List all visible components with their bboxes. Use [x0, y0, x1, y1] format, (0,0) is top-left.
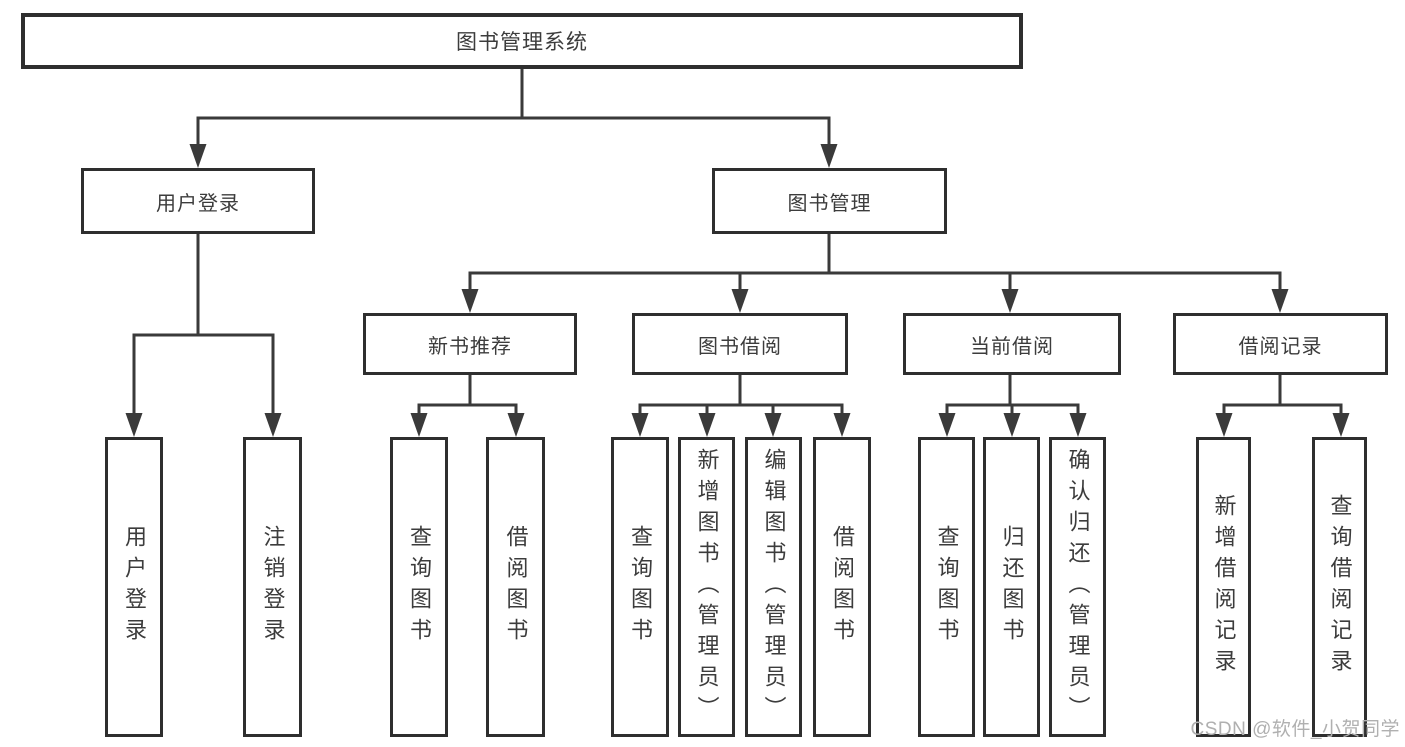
node-book-management: 图书管理: [712, 168, 947, 234]
node-confirm-return-admin: 确认归还（管理员）: [1049, 437, 1106, 737]
node-label: 新书推荐: [428, 335, 512, 358]
node-user-login: 用户登录: [105, 437, 163, 737]
node-label: 查询借阅记录: [1327, 494, 1353, 680]
node-label: 借阅图书: [830, 525, 855, 649]
node-add-book-admin: 新增图书（管理员）: [678, 437, 735, 737]
arrowhead-icon: [820, 144, 838, 168]
connector-line: [132, 234, 275, 416]
node-query-borrow-record: 查询借阅记录: [1312, 437, 1367, 737]
arrowhead-icon: [1003, 413, 1021, 437]
node-edit-book-admin: 编辑图书（管理员）: [745, 437, 802, 737]
arrowhead-icon: [1332, 413, 1350, 437]
arrowhead-icon: [1001, 289, 1019, 313]
node-label: 借阅记录: [1238, 335, 1323, 358]
arrowhead-icon: [410, 413, 428, 437]
node-return-book: 归还图书: [983, 437, 1040, 737]
connector-line: [417, 375, 518, 416]
node-label: 用户登录: [122, 525, 147, 649]
node-query-book-borrow: 查询图书: [611, 437, 669, 737]
node-borrowing-records: 借阅记录: [1173, 313, 1388, 375]
node-label: 新增借阅记录: [1211, 494, 1237, 680]
arrowhead-icon: [507, 413, 525, 437]
node-label: 归还图书: [999, 525, 1025, 649]
node-query-book-recommend: 查询图书: [390, 437, 448, 737]
arrowhead-icon: [938, 413, 956, 437]
arrowhead-icon: [731, 289, 749, 313]
node-label: 查询图书: [628, 525, 653, 649]
node-current-borrowing: 当前借阅: [903, 313, 1121, 375]
arrowhead-icon: [1215, 413, 1233, 437]
connector-line: [1222, 375, 1343, 416]
arrowhead-icon: [461, 289, 479, 313]
connector-line: [638, 375, 844, 416]
node-label: 图书借阅: [698, 335, 782, 358]
node-logout: 注销登录: [243, 437, 302, 737]
node-query-book-current: 查询图书: [918, 437, 975, 737]
node-label: 用户登录: [156, 192, 240, 215]
node-label: 新增图书（管理员）: [694, 447, 720, 727]
node-new-book-recommend: 新书推荐: [363, 313, 577, 375]
node-book-borrowing: 图书借阅: [632, 313, 848, 375]
arrowhead-icon: [1271, 289, 1289, 313]
node-label: 编辑图书（管理员）: [761, 447, 787, 727]
node-add-borrow-record: 新增借阅记录: [1196, 437, 1251, 737]
connector-line: [196, 69, 831, 147]
node-label: 查询图书: [934, 525, 960, 649]
arrowhead-icon: [1069, 413, 1087, 437]
arrowhead-icon: [833, 413, 851, 437]
node-label: 确认归还（管理员）: [1065, 447, 1091, 727]
node-label: 借阅图书: [503, 525, 529, 649]
arrowhead-icon: [125, 413, 143, 437]
node-label: 图书管理系统: [456, 31, 588, 54]
node-user-login-branch: 用户登录: [81, 168, 315, 234]
node-root: 图书管理系统: [21, 13, 1023, 69]
node-borrow-book-recommend: 借阅图书: [486, 437, 545, 737]
connector-line: [468, 234, 1282, 292]
node-label: 查询图书: [407, 525, 432, 649]
arrowhead-icon: [264, 413, 282, 437]
arrowhead-icon: [698, 413, 716, 437]
node-borrow-book: 借阅图书: [813, 437, 871, 737]
arrowhead-icon: [189, 144, 207, 168]
arrowhead-icon: [764, 413, 782, 437]
arrowhead-icon: [631, 413, 649, 437]
watermark-text: CSDN @软件_小贺同学: [1190, 719, 1400, 740]
node-label: 图书管理: [787, 192, 872, 215]
connector-line: [945, 375, 1080, 416]
node-label: 注销登录: [260, 525, 286, 649]
node-label: 当前借阅: [970, 335, 1054, 358]
